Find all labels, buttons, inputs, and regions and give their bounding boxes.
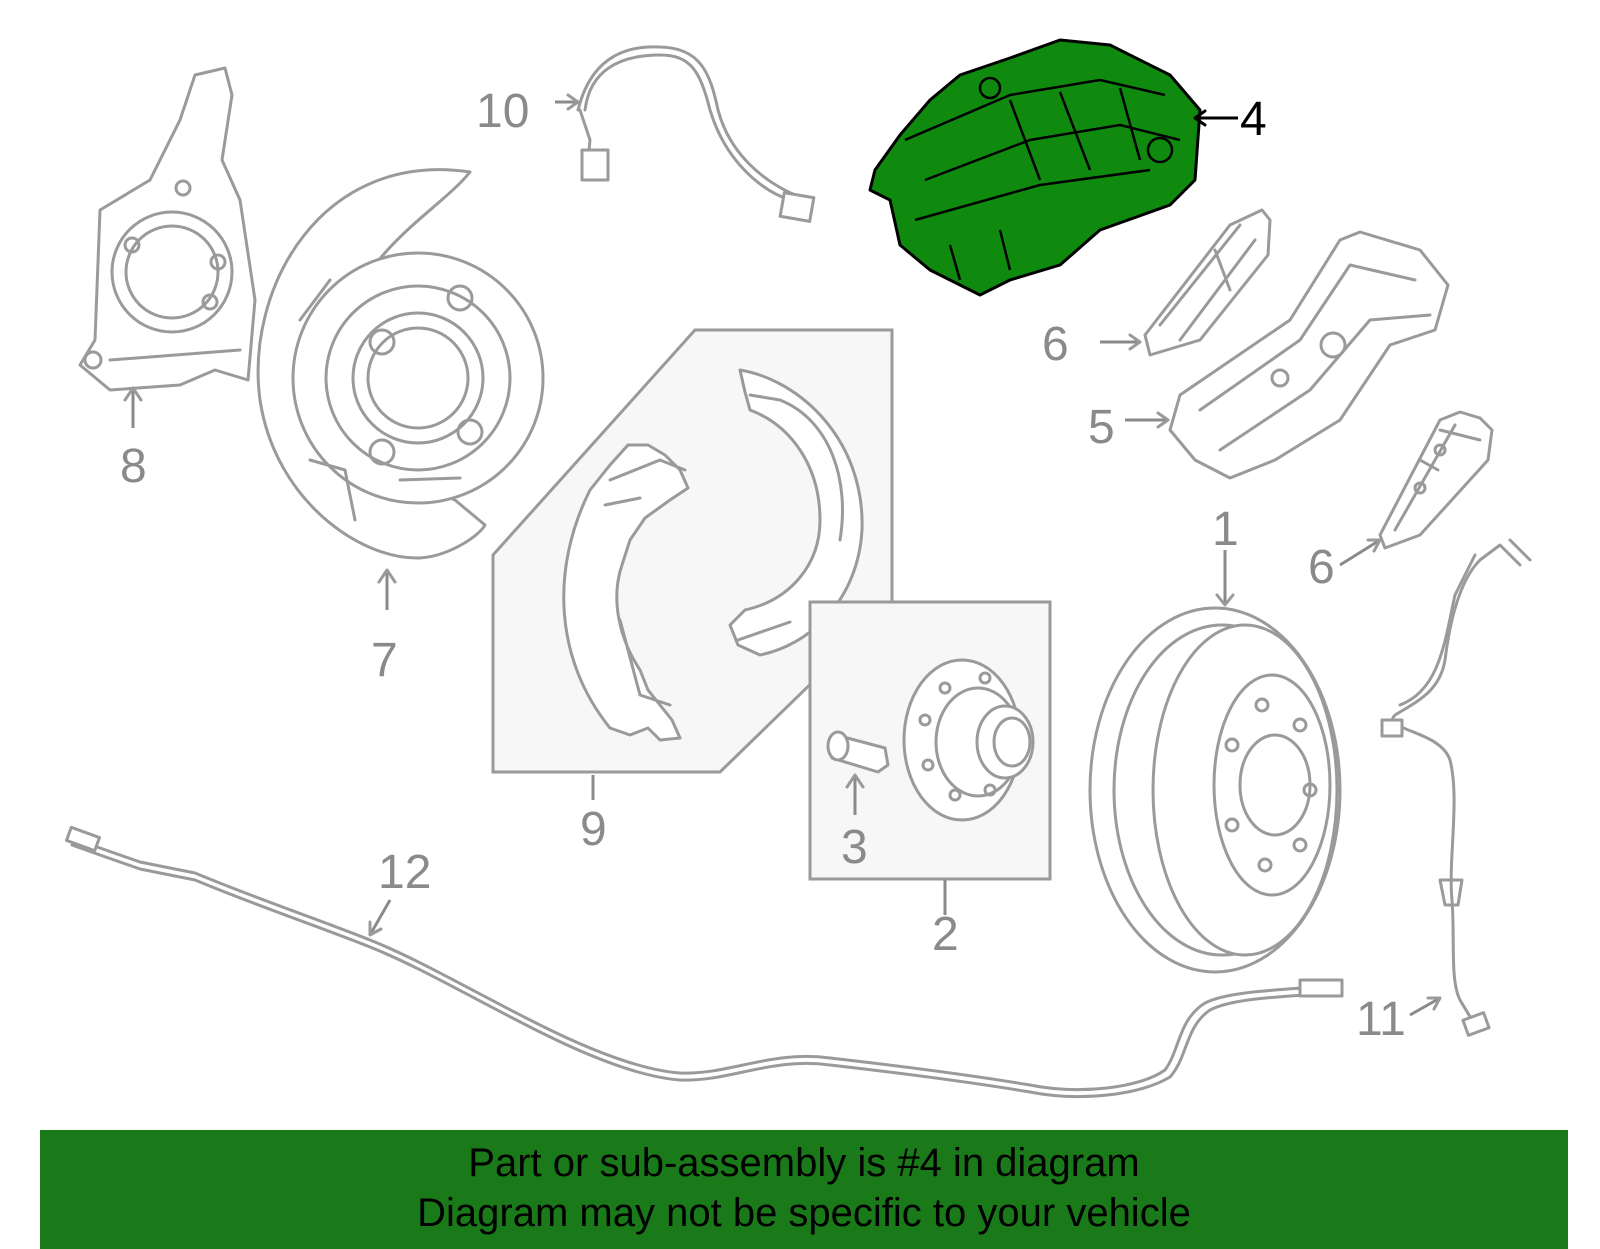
brake-pad-part-6-lower — [1378, 410, 1494, 550]
callout-label-1: 1 — [1212, 503, 1239, 556]
callout-label-6-upper: 6 — [1042, 318, 1069, 371]
callout-label-10: 10 — [476, 85, 529, 138]
callout-label-4: 4 — [1240, 93, 1267, 146]
callout-label-5: 5 — [1088, 401, 1115, 454]
caliper-bracket-part-5 — [1168, 230, 1450, 480]
backing-plate-part-7 — [256, 168, 545, 560]
banner-line-2: Diagram may not be specific to your vehi… — [417, 1191, 1191, 1235]
parking-brake-shoes-part-9 — [491, 328, 894, 774]
callout-label-6-lower: 6 — [1308, 541, 1335, 594]
knuckle-part-8 — [78, 66, 257, 392]
brake-pad-part-6-upper — [1143, 208, 1272, 357]
callout-label-11: 11 — [1356, 993, 1406, 1046]
brake-hose-part-10 — [576, 45, 816, 223]
brake-rotor-part-1 — [1088, 606, 1342, 974]
parking-brake-cable-part-12 — [65, 825, 1344, 1099]
callout-label-3: 3 — [841, 821, 868, 874]
callout-label-9: 9 — [580, 803, 607, 856]
callout-label-7: 7 — [371, 634, 398, 687]
abs-sensor-part-11 — [1380, 538, 1532, 1037]
banner-line-1: Part or sub-assembly is #4 in diagram — [468, 1141, 1140, 1185]
callout-label-8: 8 — [120, 440, 147, 493]
wheel-stud-part-3 — [826, 730, 890, 774]
callout-leaders — [123, 93, 1442, 1017]
callout-label-12: 12 — [378, 846, 431, 899]
caliper-part-4 — [868, 38, 1202, 297]
callout-label-2: 2 — [932, 908, 959, 961]
info-banner: Part or sub-assembly is #4 in diagram Di… — [40, 1130, 1568, 1249]
